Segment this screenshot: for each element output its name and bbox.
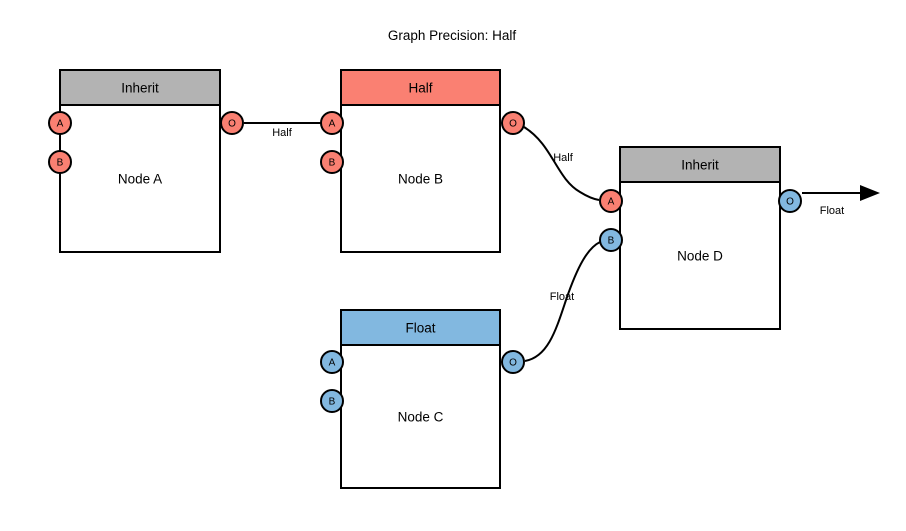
port-circle[interactable] — [599, 228, 623, 252]
port-b-left[interactable]: B — [48, 150, 72, 174]
port-circle[interactable] — [220, 111, 244, 135]
node-header[interactable] — [340, 69, 501, 106]
port-b-left[interactable]: B — [599, 228, 623, 252]
port-label: A — [329, 358, 336, 369]
port-circle[interactable] — [320, 150, 344, 174]
edge[interactable]: Half — [523, 126, 600, 201]
node-title: Node D — [677, 249, 723, 264]
port-circle[interactable] — [48, 111, 72, 135]
port-label: B — [57, 158, 64, 169]
port-circle[interactable] — [501, 111, 525, 135]
port-o-right[interactable]: O — [220, 111, 244, 135]
node-header[interactable] — [59, 69, 221, 106]
edge[interactable]: Half — [244, 122, 321, 139]
port-circle[interactable] — [501, 350, 525, 374]
port-label: A — [57, 119, 64, 130]
node-header[interactable] — [340, 309, 501, 346]
port-o-right[interactable]: O — [778, 189, 802, 213]
page-title: Graph Precision: Half — [388, 28, 517, 43]
port-circle[interactable] — [320, 389, 344, 413]
port-label: O — [228, 119, 236, 130]
port-label: B — [329, 397, 336, 408]
port-label: A — [608, 197, 615, 208]
node-header[interactable] — [619, 146, 781, 183]
port-circle[interactable] — [48, 150, 72, 174]
port-circle[interactable] — [320, 111, 344, 135]
node-header-label: Half — [408, 81, 432, 96]
port-circle[interactable] — [320, 350, 344, 374]
edge-line[interactable] — [523, 126, 600, 201]
node-title: Node A — [118, 172, 162, 187]
node-header-label: Inherit — [121, 81, 159, 96]
port-label: B — [608, 236, 615, 247]
port-b-left[interactable]: B — [320, 150, 344, 174]
port-label: O — [509, 358, 517, 369]
port-a-left[interactable]: A — [48, 111, 72, 135]
edge-label: Half — [272, 127, 293, 139]
port-o-right[interactable]: O — [501, 350, 525, 374]
port-o-right[interactable]: O — [501, 111, 525, 135]
port-a-left[interactable]: A — [320, 350, 344, 374]
edge[interactable]: Float — [802, 185, 880, 217]
port-circle[interactable] — [599, 189, 623, 213]
port-a-left[interactable]: A — [599, 189, 623, 213]
edge-label: Float — [550, 291, 574, 303]
edge[interactable]: Float — [524, 241, 601, 362]
node-title: Node B — [398, 172, 443, 187]
edge-label: Half — [553, 152, 574, 164]
port-b-left[interactable]: B — [320, 389, 344, 413]
edge-label: Float — [820, 205, 844, 217]
node-header-label: Float — [405, 321, 435, 336]
port-a-left[interactable]: A — [320, 111, 344, 135]
port-label: O — [509, 119, 517, 130]
edge-line[interactable] — [524, 241, 601, 362]
port-circle[interactable] — [778, 189, 802, 213]
port-label: A — [329, 119, 336, 130]
port-label: B — [329, 158, 336, 169]
node-title: Node C — [398, 410, 444, 425]
node-header-label: Inherit — [681, 158, 719, 173]
port-label: O — [786, 197, 794, 208]
